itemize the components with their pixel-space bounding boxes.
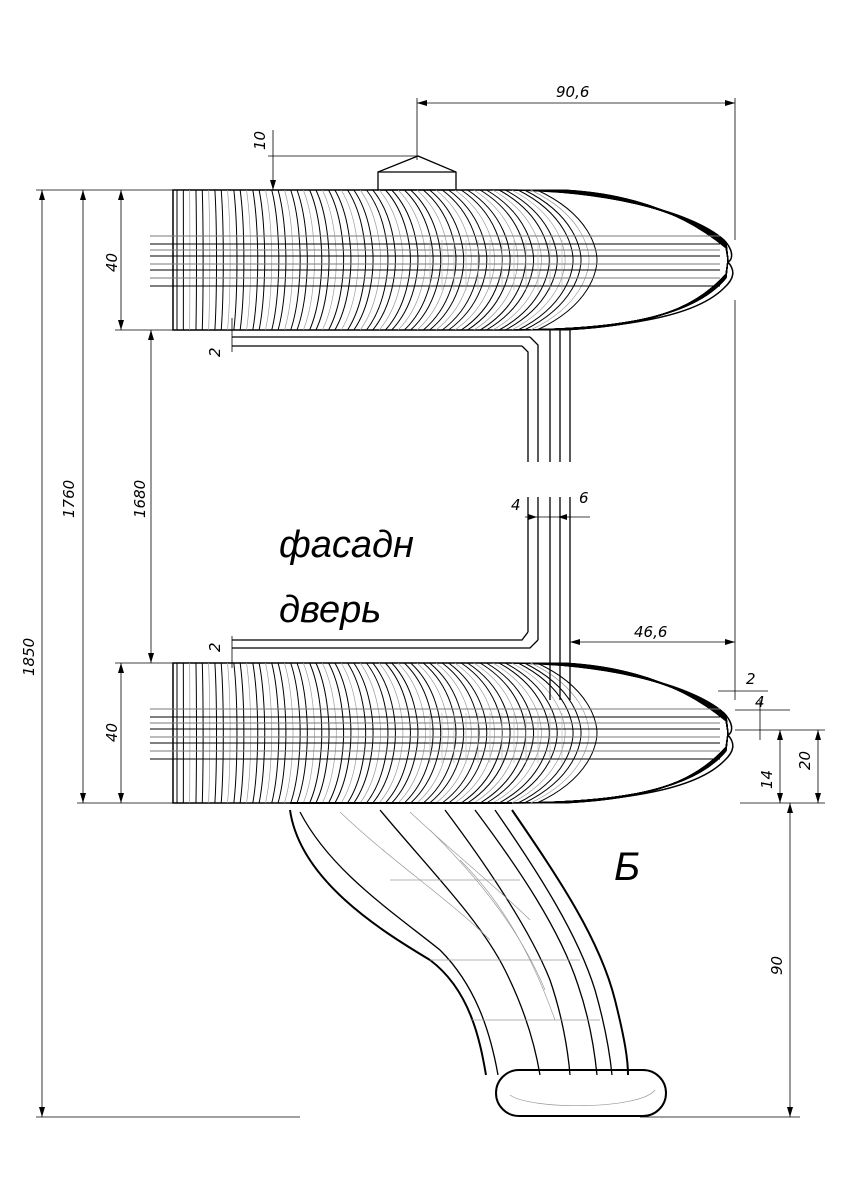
dim-1680: 1680 <box>131 480 149 518</box>
dim-14: 14 <box>758 770 776 789</box>
dim-1760: 1760 <box>60 480 78 518</box>
upper-rail-profile <box>150 189 734 331</box>
dim-lower-rail: 40 <box>103 723 121 742</box>
dim-gap-upper: 2 <box>206 347 224 357</box>
dim-4: 4 <box>511 496 521 514</box>
dim-upper-rail: 40 <box>103 253 121 272</box>
facade-label-line1: фасадн <box>279 524 414 566</box>
view-letter: Б <box>614 845 640 889</box>
dim-46-6: 46,6 <box>634 623 667 641</box>
lower-rail-profile <box>150 662 734 804</box>
dim-20: 20 <box>796 751 814 770</box>
dim-r4: 4 <box>755 693 765 711</box>
top-cap <box>377 155 457 191</box>
dim-1850: 1850 <box>20 638 38 676</box>
dim-r2: 2 <box>746 670 756 688</box>
dim-leg-90: 90 <box>768 956 786 975</box>
door-panel-frame <box>232 330 571 700</box>
dimension-labels: 90,6 10 40 2 1760 1680 1850 4 6 46,6 2 4… <box>20 83 814 975</box>
dimension-lines <box>36 98 825 1118</box>
dim-top-width: 90,6 <box>556 83 589 101</box>
facade-label-line2: дверь <box>279 589 381 631</box>
dim-6: 6 <box>579 489 589 507</box>
dim-gap-lower: 2 <box>206 642 224 652</box>
dim-top-offset: 10 <box>251 131 269 150</box>
furniture-leg <box>289 802 667 1117</box>
